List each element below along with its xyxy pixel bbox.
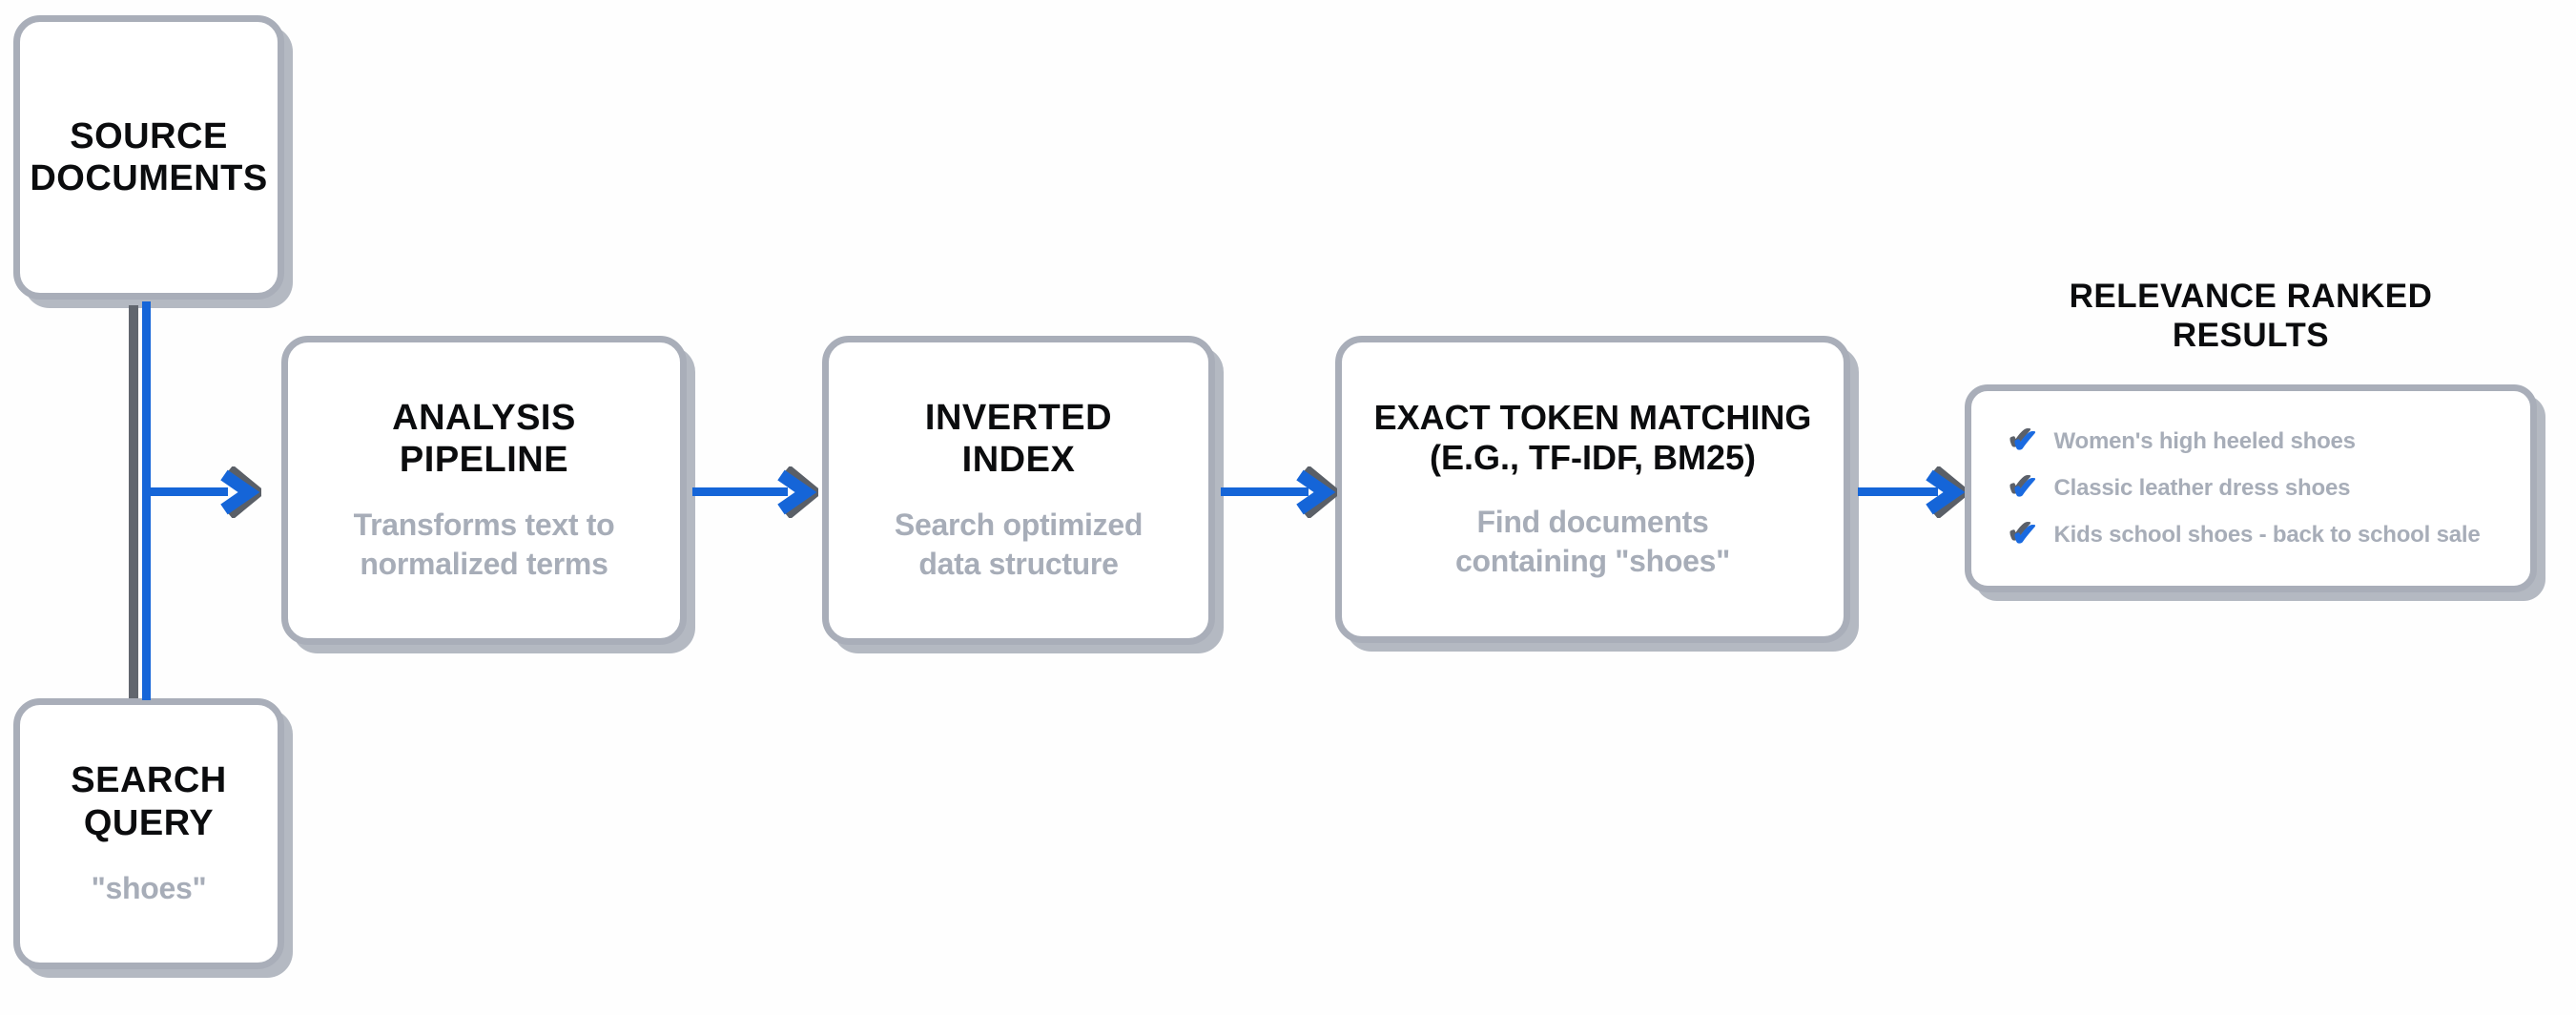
node-search-query: SEARCH QUERY "shoes" [13, 698, 284, 969]
results-title: RELEVANCE RANKED RESULTS [1965, 277, 2537, 356]
arrow-right-icon [220, 466, 261, 518]
node-subtitle: Find documents containing "shoes" [1455, 503, 1730, 581]
result-item: ✔ Kids school shoes - back to school sal… [2011, 519, 2515, 551]
connector-line-shadow [129, 305, 138, 698]
flow-arrow-tail [1858, 487, 1938, 496]
node-title-line: ANALYSIS [392, 397, 576, 438]
check-icon: ✔ [2011, 470, 2039, 507]
node-title-line: QUERY [83, 802, 215, 843]
node-subtitle: Transforms text to normalized terms [354, 506, 615, 584]
node-subtitle-line: containing "shoes" [1454, 543, 1731, 578]
node-source-documents: SOURCE DOCUMENTS [13, 15, 284, 300]
node-subtitle-line: data structure [918, 547, 1119, 582]
node-title: EXACT TOKEN MATCHING (E.G., TF-IDF, BM25… [1374, 398, 1812, 478]
node-subtitle-line: "shoes" [91, 870, 207, 905]
node-subtitle-line: normalized terms [360, 547, 608, 582]
arrow-right-icon [1926, 466, 1967, 518]
check-icon: ✔ [2011, 424, 2039, 460]
result-item-text: Classic leather dress shoes [2053, 475, 2351, 501]
flow-arrow-tail [692, 487, 788, 496]
node-title-line: INVERTED [924, 397, 1113, 438]
check-icon: ✔ [2011, 517, 2039, 553]
flow-arrow-tail [146, 487, 228, 496]
node-title-line: INDEX [961, 440, 1076, 481]
result-item: ✔ Women's high heeled shoes [2011, 425, 2515, 458]
node-title: INVERTED INDEX [925, 397, 1112, 481]
results-panel: ✔ Women's high heeled shoes ✔ Classic le… [1965, 384, 2537, 592]
flow-arrow-tail [1221, 487, 1309, 496]
node-title: ANALYSIS PIPELINE [392, 397, 576, 481]
arrow-right-icon [1296, 466, 1337, 518]
node-inverted-index: INVERTED INDEX Search optimized data str… [822, 336, 1215, 645]
results-title-line: RESULTS [2172, 317, 2330, 355]
node-title-line: SEARCH [71, 760, 227, 801]
node-subtitle: "shoes" [92, 869, 207, 908]
node-title-line: DOCUMENTS [30, 158, 268, 198]
node-analysis-pipeline: ANALYSIS PIPELINE Transforms text to nor… [281, 336, 687, 645]
node-title-line: PIPELINE [399, 440, 569, 481]
node-subtitle-line: Find documents [1476, 504, 1709, 539]
connector-line-vertical [142, 301, 151, 700]
arrow-right-icon [777, 466, 818, 518]
result-item: ✔ Classic leather dress shoes [2011, 472, 2515, 505]
result-item-text: Kids school shoes - back to school sale [2053, 522, 2481, 548]
node-title-line: EXACT TOKEN MATCHING [1373, 398, 1812, 438]
node-title-line: (E.G., TF-IDF, BM25) [1429, 438, 1756, 478]
node-subtitle-line: Transforms text to [353, 508, 615, 543]
node-subtitle: Search optimized data structure [895, 506, 1143, 584]
node-title-line: SOURCE [70, 115, 228, 156]
result-item-text: Women's high heeled shoes [2053, 428, 2357, 454]
node-exact-token-matching: EXACT TOKEN MATCHING (E.G., TF-IDF, BM25… [1335, 336, 1850, 643]
node-title: SEARCH QUERY [71, 759, 226, 843]
node-subtitle-line: Search optimized [894, 508, 1144, 543]
results-title-line: RELEVANCE RANKED [2069, 278, 2433, 315]
node-title: SOURCE DOCUMENTS [30, 115, 267, 199]
